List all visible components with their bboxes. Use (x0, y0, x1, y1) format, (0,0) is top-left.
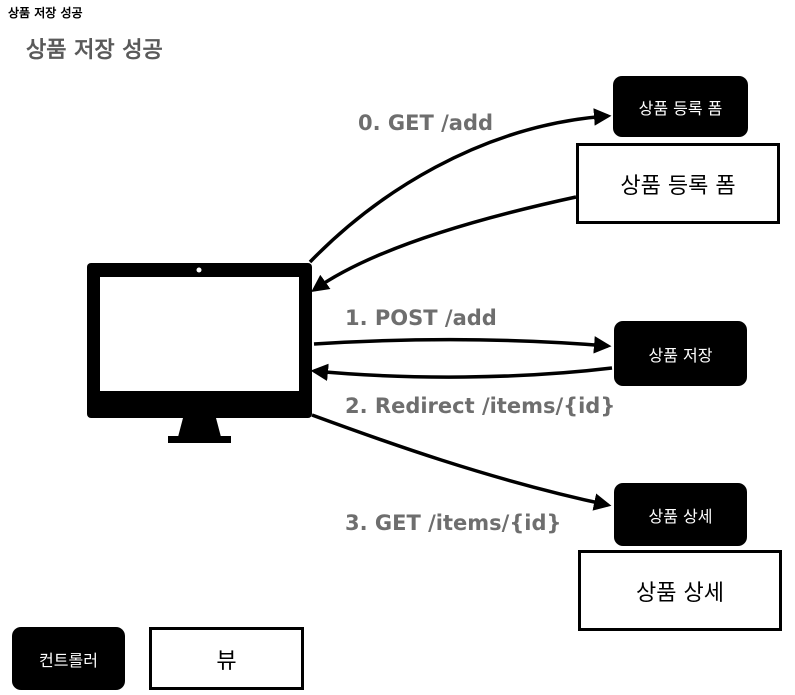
arrow-get-add (308, 108, 612, 264)
legend-controller: 컨트롤러 (12, 627, 125, 690)
arrow-label-redirect: 2. Redirect /items/{id} (345, 394, 616, 418)
computer-monitor-icon (87, 263, 312, 443)
arrow-label-post-add: 1. POST /add (345, 306, 497, 330)
diagram-title: 상품 저장 성공 (26, 38, 163, 63)
arrow-label-get-items: 3. GET /items/{id} (345, 511, 562, 535)
arrow-post-add (313, 336, 612, 354)
page-title-small: 상품 저장 성공 (8, 6, 83, 20)
controller-product-save: 상품 저장 (614, 321, 747, 386)
view-product-detail: 상품 상세 (578, 550, 782, 631)
arrow-get-items (311, 413, 612, 511)
arrow-return-form (311, 195, 577, 293)
arrow-label-get-add: 0. GET /add (358, 111, 494, 135)
arrow-redirect (310, 363, 613, 382)
controller-product-detail: 상품 상세 (614, 483, 747, 546)
legend-view: 뷰 (149, 627, 304, 690)
view-product-form: 상품 등록 폼 (576, 143, 780, 224)
controller-product-form: 상품 등록 폼 (613, 76, 748, 137)
